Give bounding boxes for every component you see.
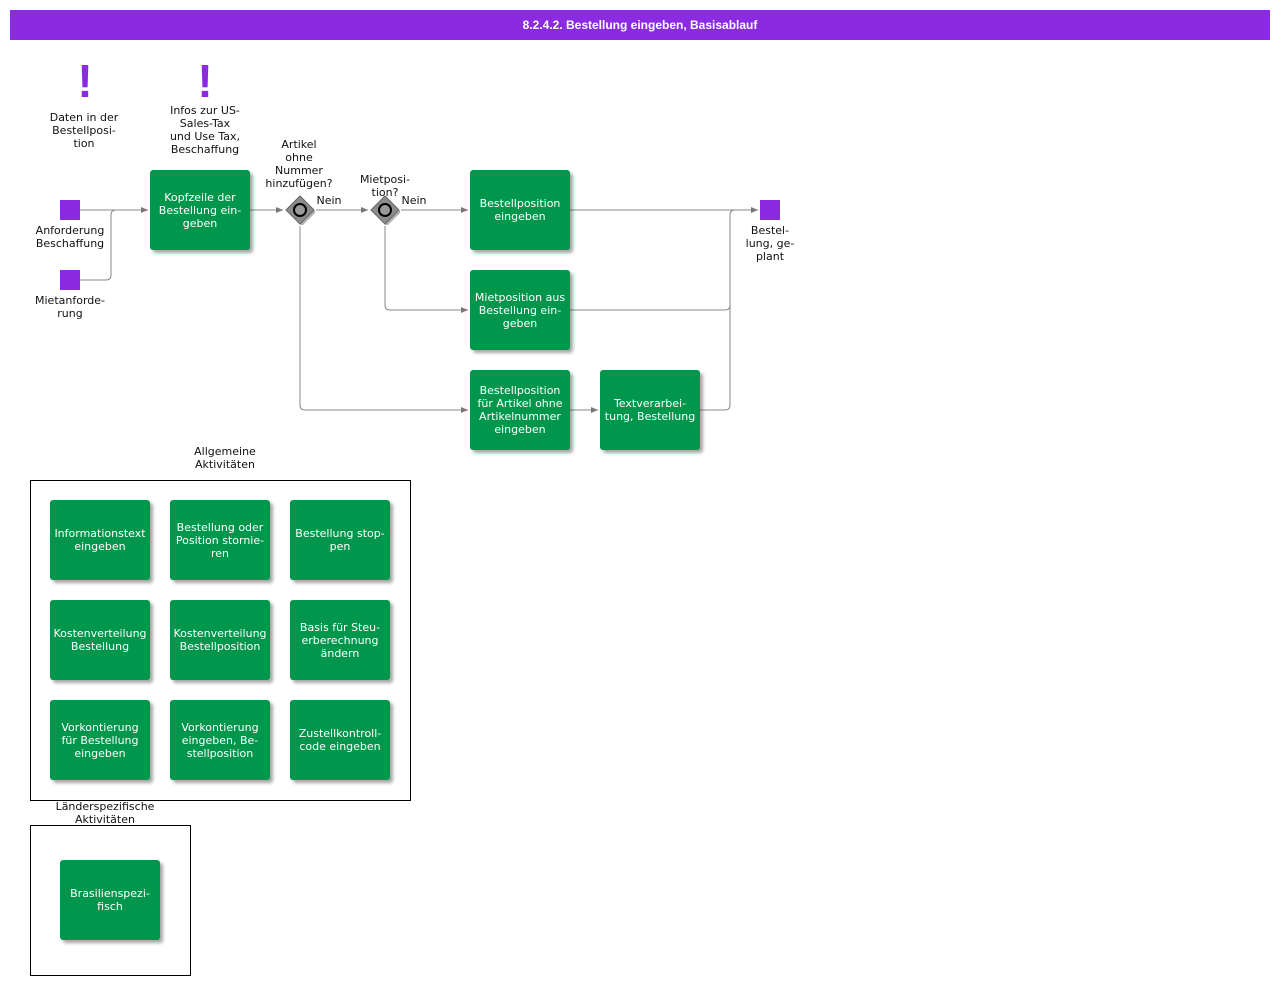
exclamation-icon: !	[197, 55, 213, 107]
activity-vorkontierung-bestellung[interactable]: Vorkontierung für Bestellung eingeben	[50, 700, 150, 780]
event-mietanforderung-label: Mietanforde- rung	[35, 294, 105, 320]
gateway-nein-label-2: Nein	[401, 194, 427, 207]
event-bestellung-geplant-label: Bestel- lung, ge- plant	[745, 224, 795, 263]
activity-brasilienspezifisch[interactable]: Brasilienspezi- fisch	[60, 860, 160, 940]
activity-kopfzeile[interactable]: Kopfzeile der Bestellung ein- geben	[150, 170, 250, 250]
edge-gateway1-ohne-artikelnummer	[299, 226, 468, 413]
activity-stoppen[interactable]: Bestellung stop- pen	[290, 500, 390, 580]
activity-ohne-artikelnummer[interactable]: Bestellposition für Artikel ohne Artikel…	[470, 370, 570, 450]
note-infos-label: Infos zur US- Sales-Tax und Use Tax, Bes…	[169, 104, 241, 156]
edge-mietanforderung-kopfzeile	[80, 209, 117, 281]
event-bestellung-geplant[interactable]	[760, 200, 780, 220]
gateway-artikel-ohne-nummer[interactable]	[285, 195, 315, 225]
gateway-mietposition-label: Mietposi- tion?	[359, 173, 411, 199]
event-mietanforderung[interactable]	[60, 270, 80, 290]
edge-gateway2-mietposition	[384, 226, 468, 313]
edge-textverarbeitung-end	[700, 305, 731, 411]
activity-informationstext[interactable]: Informationstext eingeben	[50, 500, 150, 580]
edge-mietposition-end	[570, 209, 736, 311]
exclamation-icon: !	[77, 55, 93, 107]
activity-kostenverteilung-bestellposition[interactable]: Kostenverteilung Bestellposition	[170, 600, 270, 680]
group-laender-label: Länderspezifische Aktivitäten	[55, 800, 155, 825]
note-daten-label: Daten in der Bestellposi- tion	[49, 111, 119, 150]
group-allgemeine-label: Allgemeine Aktivitäten	[194, 445, 256, 471]
gateway-nein-label-1: Nein	[316, 194, 342, 207]
activity-zustellkontrollcode[interactable]: Zustellkontroll- code eingeben	[290, 700, 390, 780]
activity-bestellposition[interactable]: Bestellposition eingeben	[470, 170, 570, 250]
event-anforderung[interactable]	[60, 200, 80, 220]
activity-vorkontierung-bestellposition[interactable]: Vorkontierung eingeben, Be- stellpositio…	[170, 700, 270, 780]
activity-kostenverteilung-bestellung[interactable]: Kostenverteilung Bestellung	[50, 600, 150, 680]
activity-steuerberechnung[interactable]: Basis für Steu- erberechnung ändern	[290, 600, 390, 680]
event-anforderung-label: Anforderung Beschaffung	[35, 224, 105, 250]
group-laender-frame	[30, 825, 191, 976]
group-allgemeine-frame	[30, 480, 411, 801]
diagram-title: 8.2.4.2. Bestellung eingeben, Basisablau…	[10, 10, 1270, 40]
activity-textverarbeitung[interactable]: Textverarbei- tung, Bestellung	[600, 370, 700, 450]
gateway-mietposition[interactable]	[370, 195, 400, 225]
activity-mietposition[interactable]: Mietposition aus Bestellung ein- geben	[470, 270, 570, 350]
activity-stornieren[interactable]: Bestellung oder Position stornie- ren	[170, 500, 270, 580]
gateway-artikel-label: Artikel ohne Nummer hinzufügen?	[265, 138, 333, 190]
